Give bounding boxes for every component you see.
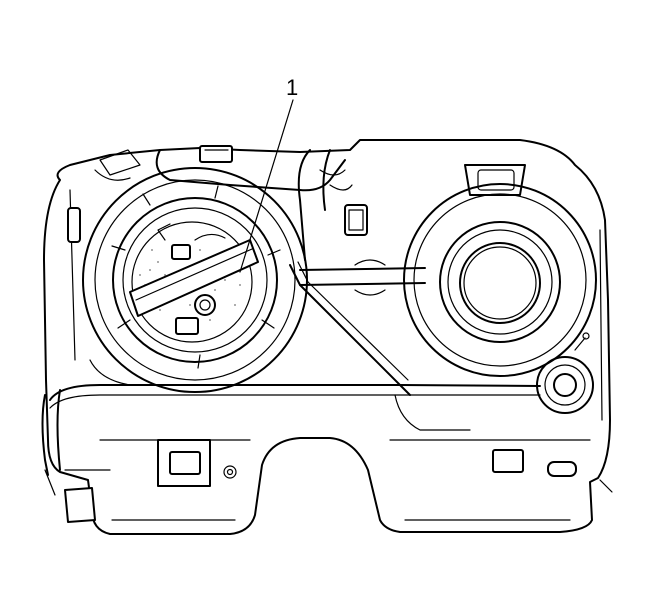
fuel-lines [41, 261, 541, 476]
callout-1: 1 [239, 75, 298, 273]
left-fittings [67, 149, 141, 243]
tank-top-details [155, 145, 526, 261]
crossover-area [299, 204, 426, 296]
lower-mounts [44, 439, 613, 523]
fuel-pump-module [82, 167, 308, 393]
fuel-sender-module [403, 183, 597, 377]
callout-1-label: 1 [286, 75, 298, 100]
vent-valve [536, 332, 594, 414]
